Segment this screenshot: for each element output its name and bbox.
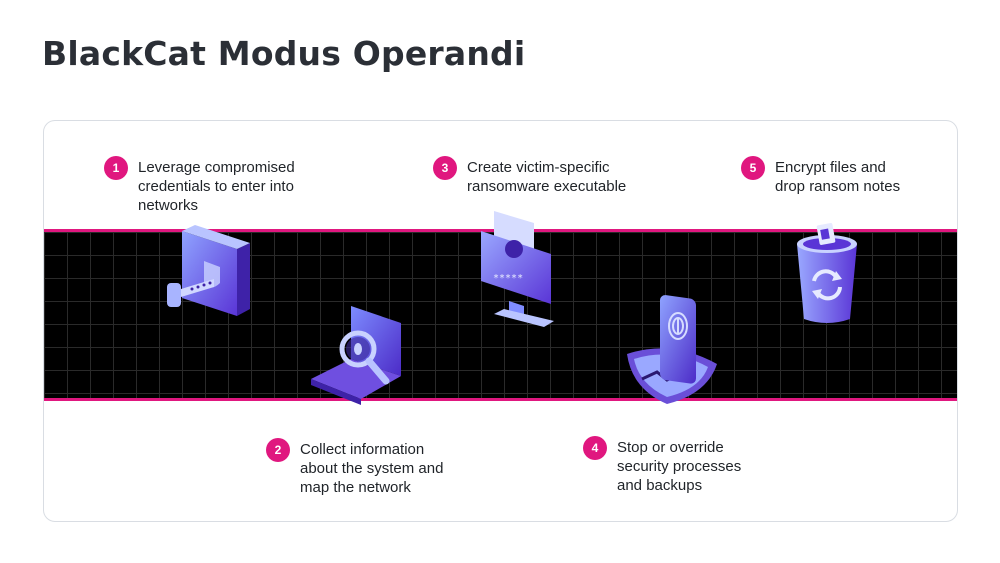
step-5: 5 Encrypt files and drop ransom notes [741,156,901,196]
laptop-magnifier-icon [311,306,401,405]
svg-text:*****: ***** [493,273,523,284]
step-badge: 2 [266,438,290,462]
recycle-bin-icon [797,223,857,323]
monitor-skull-icon: ***** [481,211,554,327]
step-text: Encrypt files and drop ransom notes [775,159,901,195]
step-text: Stop or override security processes and … [617,439,742,494]
step-2: 2 Collect information about the system a… [266,438,444,497]
step-badge: 4 [583,436,607,460]
step-text: Collect information about the system and… [300,441,444,496]
step-badge: 5 [741,156,765,180]
phone-fingerprint-shield-icon [627,295,717,404]
folder-key-icon [167,225,250,316]
step-text: Leverage compromised credentials to ente… [138,159,295,214]
step-1: 1 Leverage compromised credentials to en… [104,156,295,215]
step-4: 4 Stop or override security processes an… [583,436,742,495]
diagram-card: 1 Leverage compromised credentials to en… [43,120,958,522]
step-3: 3 Create victim-specific ransomware exec… [433,156,627,196]
step-badge: 1 [104,156,128,180]
step-text: Create victim-specific ransomware execut… [467,159,627,195]
page-title: BlackCat Modus Operandi [42,34,526,73]
step-badge: 3 [433,156,457,180]
